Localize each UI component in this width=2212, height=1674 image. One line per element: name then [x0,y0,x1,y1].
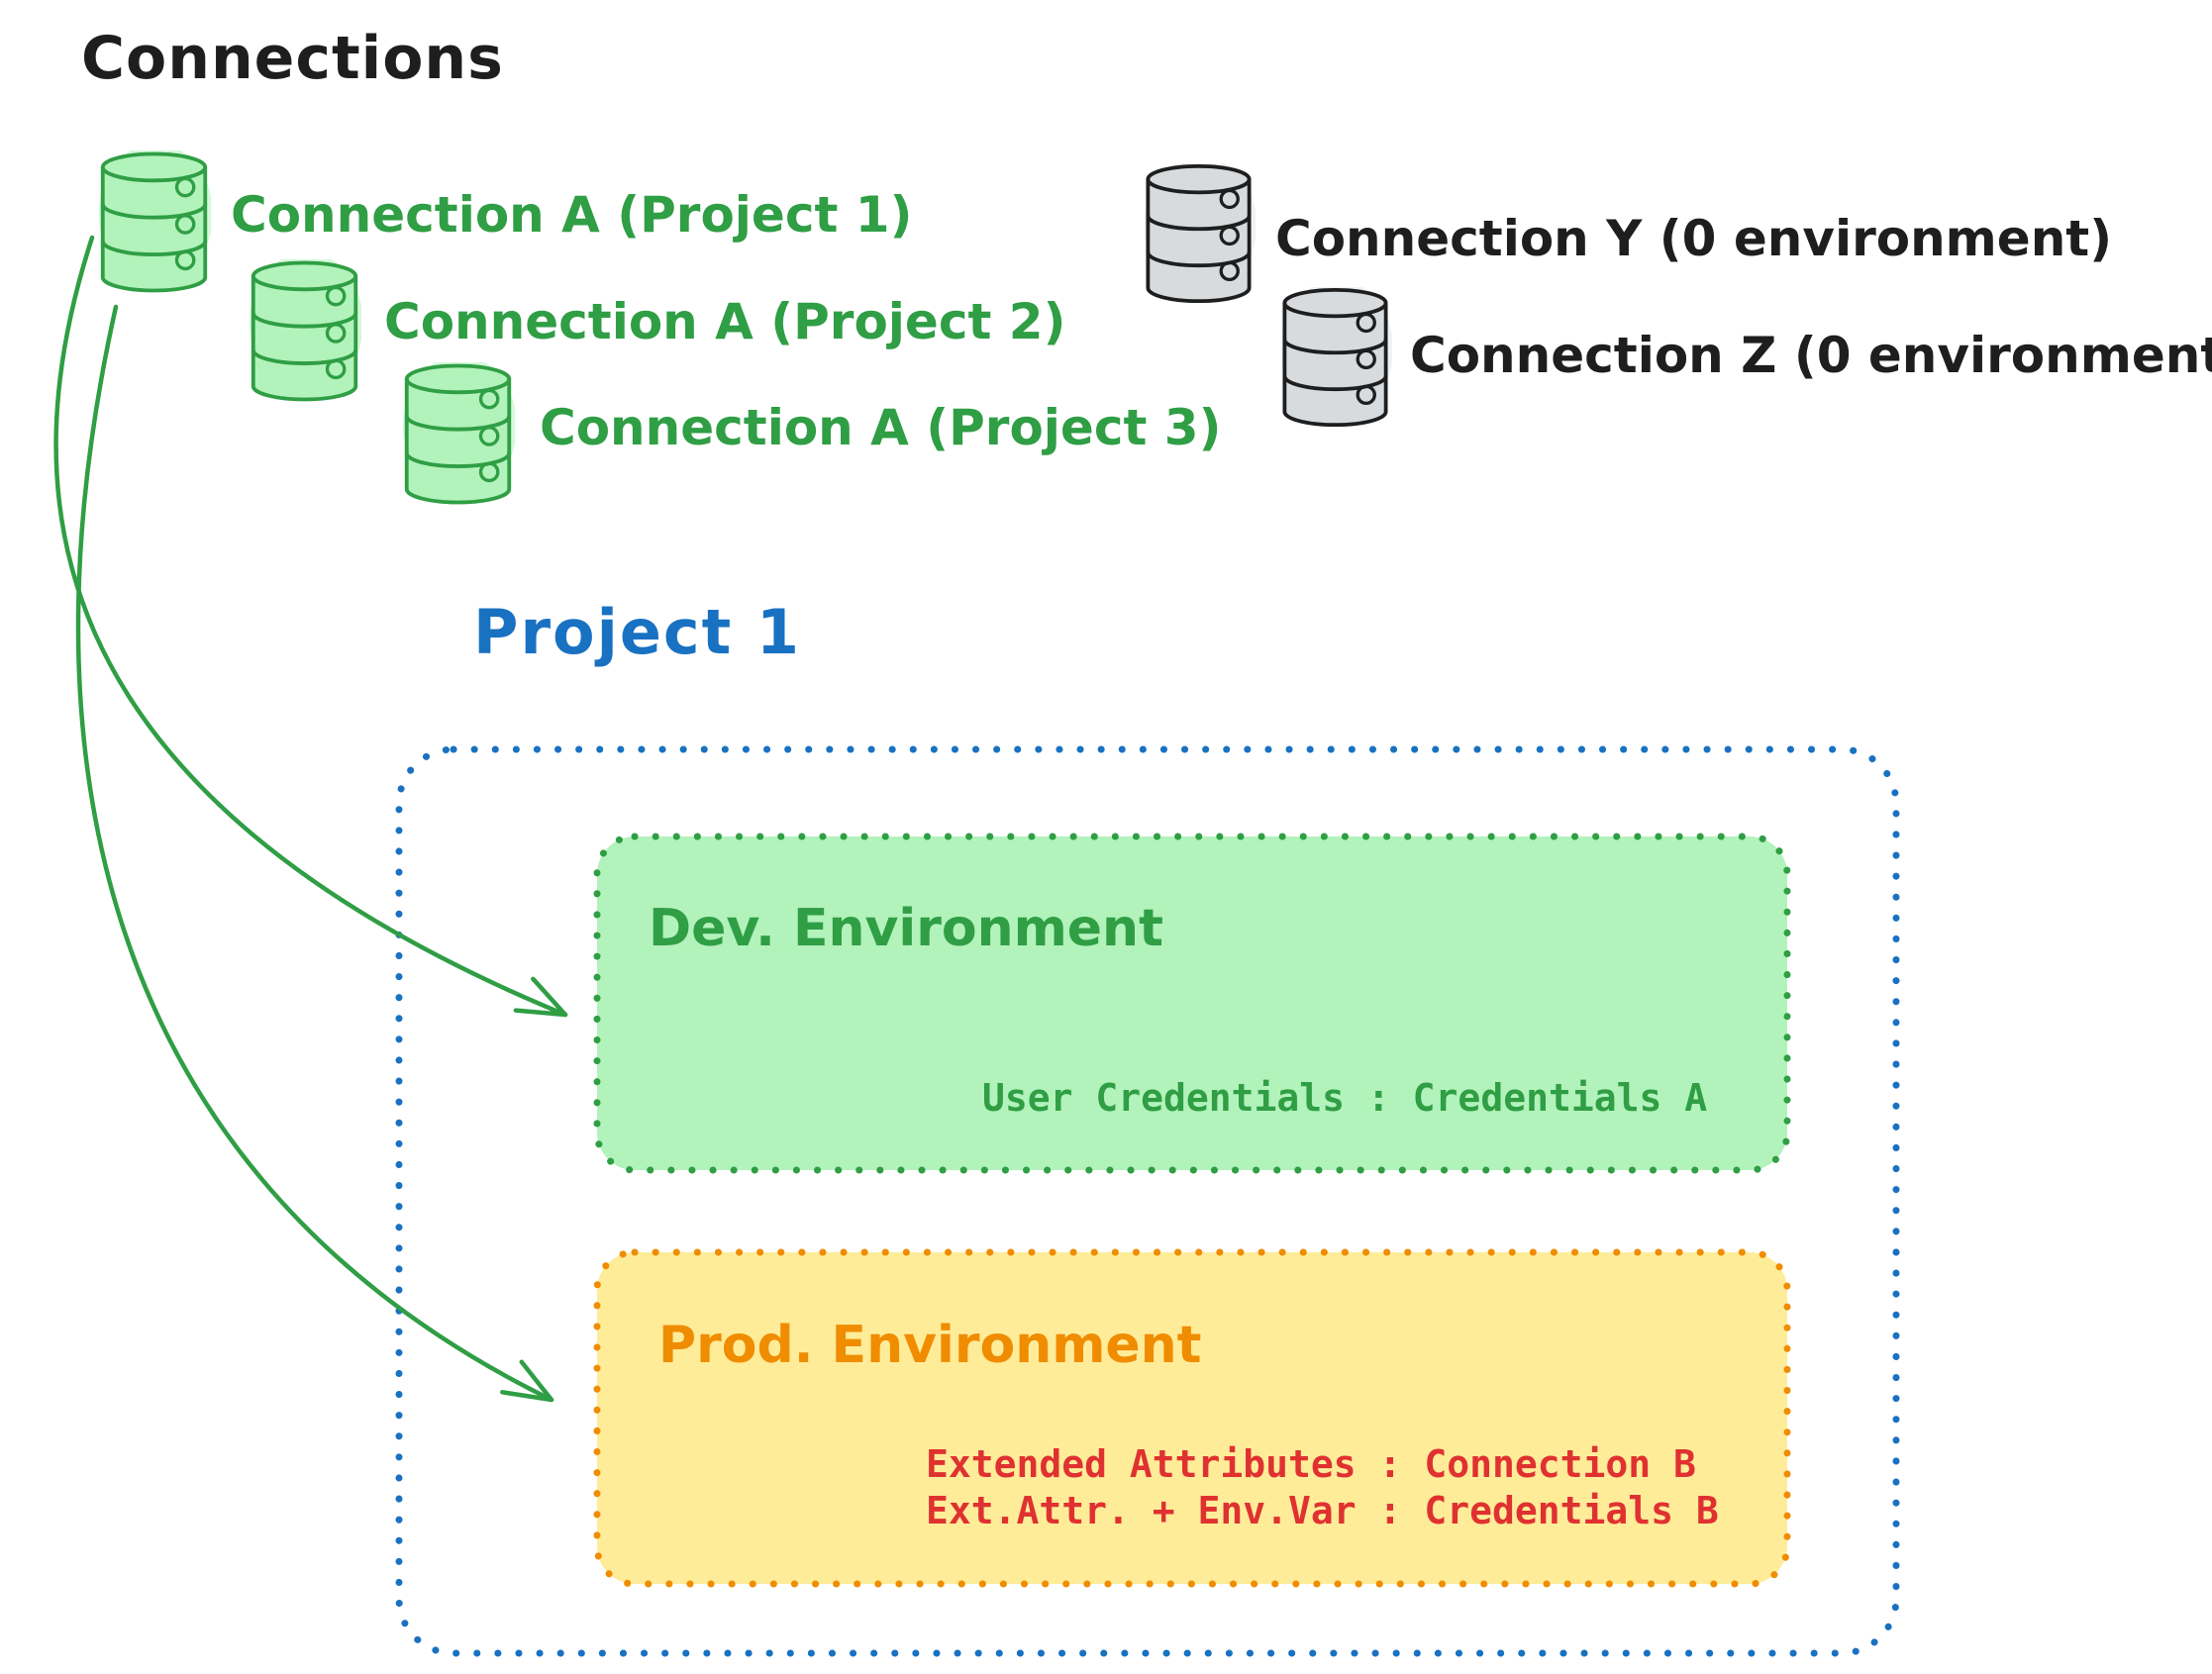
dev-environment-title: Dev. Environment [649,899,1163,958]
prod-mapping-line-2: Ext.Attr. + Env.Var : Credentials B [926,1489,1719,1532]
dev-credentials-mapping: User Credentials : Credentials A [982,1076,1708,1120]
arrow-to-prod-environment [75,304,554,1403]
project-1-container [395,745,1900,1657]
connection-z-label: Connection Z (0 environment) [1410,327,2212,384]
database-icon-connection-a-p2 [248,259,361,402]
prod-environment-box [593,1248,1791,1588]
database-icon-connection-y [1142,163,1256,304]
database-icon-connection-a-p1 [97,150,211,293]
connection-a-project1-label: Connection A (Project 1) [231,186,913,244]
prod-environment-title: Prod. Environment [658,1316,1202,1375]
project-1-title: Project 1 [473,596,802,668]
arrow-to-dev-environment [53,235,568,1018]
prod-mapping-line-1: Extended Attributes : Connection B [926,1442,1696,1486]
connection-a-project3-label: Connection A (Project 3) [540,399,1222,456]
connection-a-project2-label: Connection A (Project 2) [384,293,1066,350]
database-icon-connection-z [1278,287,1392,428]
dev-environment-box [593,833,1791,1174]
diagram-title: Connections [81,24,504,93]
connection-y-label: Connection Y (0 environment) [1275,210,2113,267]
database-icon-connection-a-p3 [401,362,515,505]
